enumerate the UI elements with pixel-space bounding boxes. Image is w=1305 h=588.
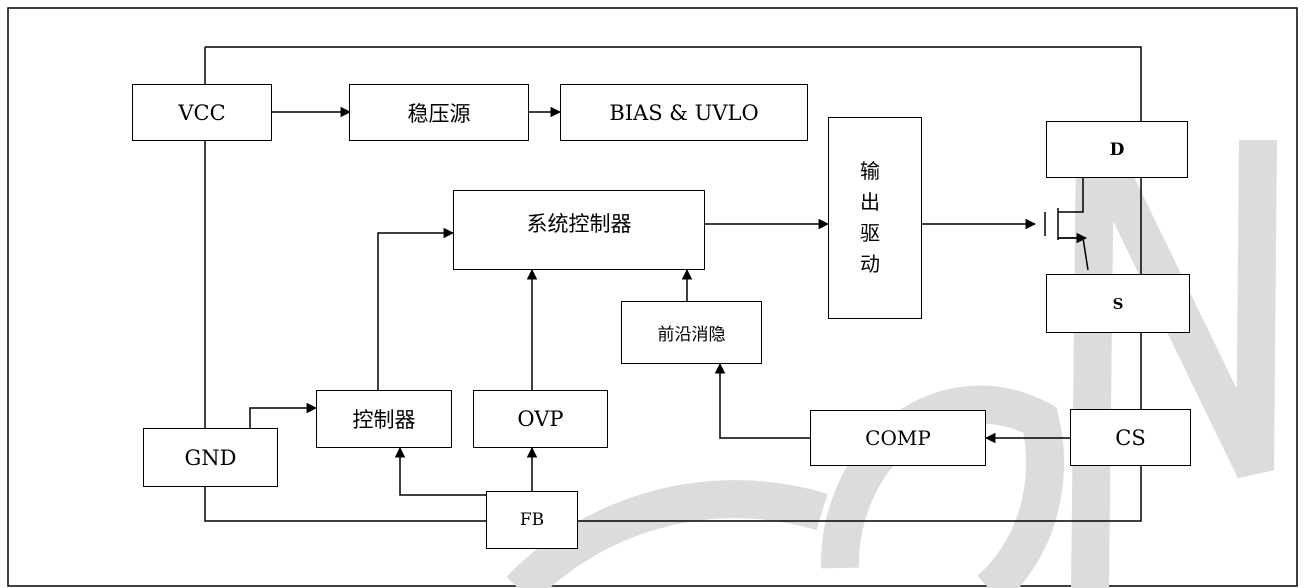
- leading-edge-blanking-label: 前沿消隐: [657, 325, 726, 345]
- output-driver-char-3: 驱: [860, 221, 880, 245]
- output-driver-char-2: 出: [860, 190, 880, 214]
- cs-block: CS: [1070, 409, 1191, 466]
- system-controller-label: 系统控制器: [526, 212, 632, 236]
- drain-label: D: [1109, 139, 1125, 160]
- gnd-block: GND: [143, 428, 278, 487]
- output-driver-block: 输 出 驱 动: [828, 117, 922, 319]
- comp-label: COMP: [865, 426, 931, 450]
- output-driver-char-1: 输: [860, 159, 880, 183]
- gnd-label: GND: [184, 445, 237, 470]
- bias-uvlo-block: BIAS & UVLO: [560, 84, 808, 141]
- system-controller-block: 系统控制器: [453, 190, 705, 270]
- fb-block: FB: [486, 491, 578, 549]
- fb-label: FB: [519, 510, 545, 530]
- controller-label: 控制器: [352, 408, 416, 432]
- wire-fb-controller: [394, 446, 486, 496]
- ovp-label: OVP: [517, 407, 564, 431]
- vcc-label: VCC: [178, 100, 226, 125]
- output-driver-char-4: 动: [860, 252, 880, 276]
- wire-gnd-controller: [249, 402, 318, 428]
- regulator-label: 稳压源: [407, 101, 471, 126]
- comp-block: COMP: [810, 410, 986, 466]
- vcc-block: VCC: [132, 84, 272, 141]
- source-block: S: [1046, 274, 1190, 333]
- ovp-block: OVP: [473, 390, 608, 448]
- wire-controller-system: [377, 227, 455, 390]
- drain-block: D: [1046, 121, 1188, 178]
- wire-comp-leb: [714, 362, 810, 439]
- cs-label: CS: [1115, 425, 1146, 450]
- source-label: S: [1112, 294, 1124, 313]
- regulator-block: 稳压源: [349, 84, 529, 141]
- bias-uvlo-label: BIAS & UVLO: [609, 100, 759, 125]
- page-frame: [7, 7, 1298, 587]
- controller-block: 控制器: [316, 390, 452, 448]
- chip-outline: [204, 46, 1142, 522]
- leading-edge-blanking-block: 前沿消隐: [621, 301, 762, 364]
- mosfet-symbol: [1044, 177, 1089, 271]
